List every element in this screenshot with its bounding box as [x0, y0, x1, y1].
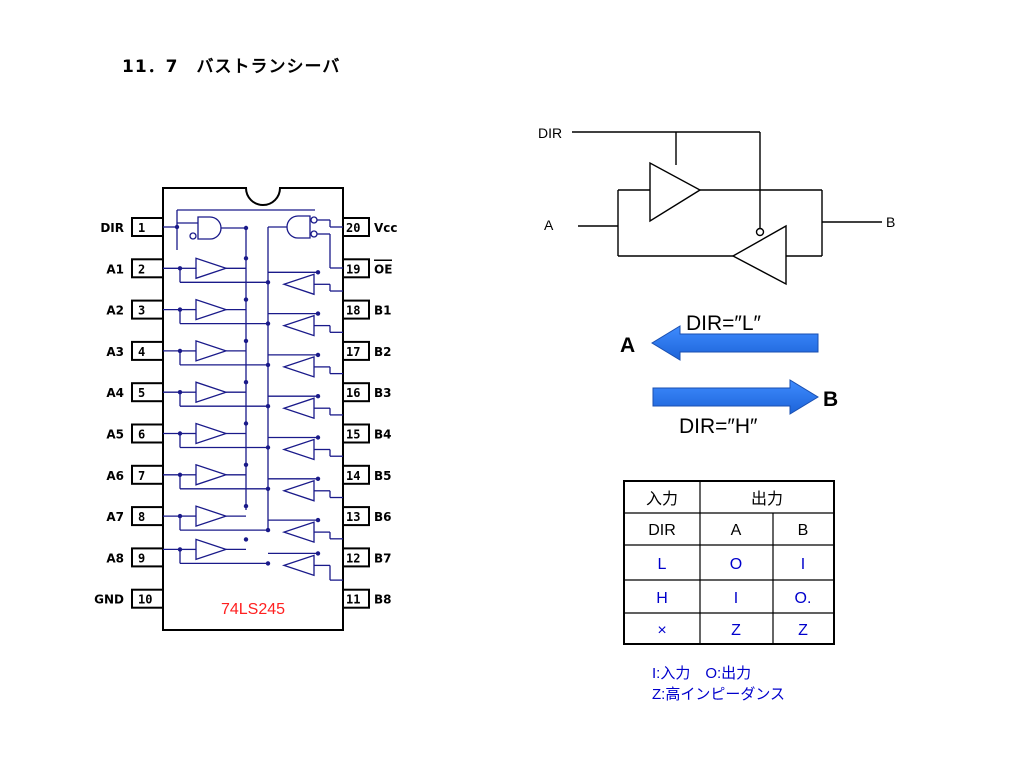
pin-label: A1	[106, 262, 124, 276]
pin-label: B7	[374, 551, 392, 565]
pin-number: 13	[346, 510, 360, 524]
tt-row1-a: O	[730, 556, 742, 573]
page-title: 11．7 バストランシーバ	[122, 57, 341, 77]
pin-number: 7	[138, 469, 145, 483]
right-pin-column: 20 Vcc 19 OE 18 B1 17 B2 16 B3 15 B4 14 B5 13 B6 12 B7 11 B…	[342, 217, 398, 609]
arrow-right-end-label: B	[823, 388, 838, 411]
legend-line2: Z:高インピーダンス	[652, 686, 785, 703]
circuit-a-label: A	[544, 217, 554, 233]
arrow-to-b	[652, 379, 819, 415]
pin-label: A4	[106, 386, 124, 400]
pin-15: 15 B4	[342, 423, 392, 444]
inverter-bubble	[755, 227, 765, 237]
lower-buffer	[731, 224, 787, 286]
pin-number: 17	[346, 345, 360, 359]
pin-17: 17 B2	[342, 340, 392, 361]
pin-number: 5	[138, 386, 145, 400]
pin-label: B1	[374, 304, 392, 318]
tt-col-dir: DIR	[648, 522, 676, 539]
tt-col-b: B	[798, 522, 809, 539]
pin-14: 14 B5	[342, 464, 392, 485]
tt-header-output: 出力	[751, 490, 783, 508]
upper-buffer	[649, 161, 702, 223]
pin-9: 9 A8	[106, 547, 164, 568]
pin-13: 13 B6	[342, 506, 392, 527]
left-pin-column: 1 DIR 2 A1 3 A2 4 A3 5 A4 6 A5 7 A6 8 A7 9 A8 10 GND	[94, 217, 164, 609]
arrow-left-dir-label: DIR=″L″	[686, 312, 762, 335]
pin-number: 11	[346, 593, 360, 607]
pin-number: 19	[346, 262, 360, 276]
tt-row2-b: O.	[795, 590, 812, 607]
truth-table	[623, 480, 835, 645]
pin-label: Vcc	[374, 221, 398, 235]
pin-label: A3	[106, 345, 124, 359]
pin-label: B8	[374, 593, 392, 607]
pin-label: OE	[374, 262, 392, 276]
chip-part-number: 74LS245	[221, 601, 285, 618]
tt-row1-dir: L	[658, 556, 667, 573]
tt-col-a: A	[731, 522, 742, 539]
pin-number: 2	[138, 262, 145, 276]
pin-5: 5 A4	[106, 382, 164, 403]
pin-label: A8	[106, 551, 124, 565]
circuit-dir-label: DIR	[538, 125, 562, 141]
pin-12: 12 B7	[342, 547, 392, 568]
pin-number: 12	[346, 551, 360, 565]
tt-row2-a: I	[734, 590, 738, 607]
pin-number: 14	[346, 469, 360, 483]
pin-number: 20	[346, 221, 360, 235]
pin-number: 18	[346, 304, 360, 318]
circuit-b-label: B	[886, 214, 895, 230]
pin-18: 18 B1	[342, 299, 392, 320]
arrow-to-a	[651, 325, 819, 361]
pin-number: 8	[138, 510, 145, 524]
pin-2: 2 A1	[106, 258, 164, 279]
pin-4: 4 A3	[106, 340, 164, 361]
pin-label: A7	[106, 510, 124, 524]
internal-wiring	[163, 209, 343, 581]
tt-header-input: 入力	[646, 490, 678, 508]
pin-label: B6	[374, 510, 392, 524]
pin-10: 10 GND	[94, 588, 164, 609]
pin-label: GND	[94, 593, 124, 607]
pin-1: 1 DIR	[100, 217, 164, 237]
tt-row2-dir: H	[656, 590, 668, 607]
pin-label: A6	[106, 469, 124, 483]
pin-19: 19 OE	[342, 258, 392, 279]
arrow-left-end-label: A	[620, 334, 635, 357]
pin-20: 20 Vcc	[342, 217, 398, 237]
pin-7: 7 A6	[106, 464, 164, 485]
pin-label: A2	[106, 304, 124, 318]
pin-number: 6	[138, 428, 145, 442]
pin-8: 8 A7	[106, 506, 164, 527]
pin-label: B5	[374, 469, 392, 483]
pin-11: 11 B8	[342, 588, 392, 609]
pin-number: 9	[138, 551, 145, 565]
pin-number: 15	[346, 428, 360, 442]
tt-row3-b: Z	[798, 622, 808, 639]
transceiver-schematic	[572, 131, 882, 286]
pin-number: 4	[138, 345, 145, 359]
pin-label: B4	[374, 428, 392, 442]
pin-label: B3	[374, 386, 392, 400]
legend-line1: I:入力 O:出力	[652, 665, 751, 682]
pin-16: 16 B3	[342, 382, 392, 403]
pin-number: 3	[138, 304, 145, 318]
pin-number: 16	[346, 386, 360, 400]
arrow-right-dir-label: DIR=″H″	[679, 415, 758, 438]
pin-number: 10	[138, 593, 152, 607]
tt-row3-a: Z	[731, 622, 741, 639]
pin-label: B2	[374, 345, 392, 359]
pin-label: A5	[106, 428, 124, 442]
pin-label: DIR	[100, 221, 124, 235]
pin-3: 3 A2	[106, 299, 164, 320]
tt-row3-dir: ×	[657, 622, 666, 639]
pin-number: 1	[138, 221, 145, 235]
pin-6: 6 A5	[106, 423, 164, 444]
tt-row1-b: I	[801, 556, 805, 573]
